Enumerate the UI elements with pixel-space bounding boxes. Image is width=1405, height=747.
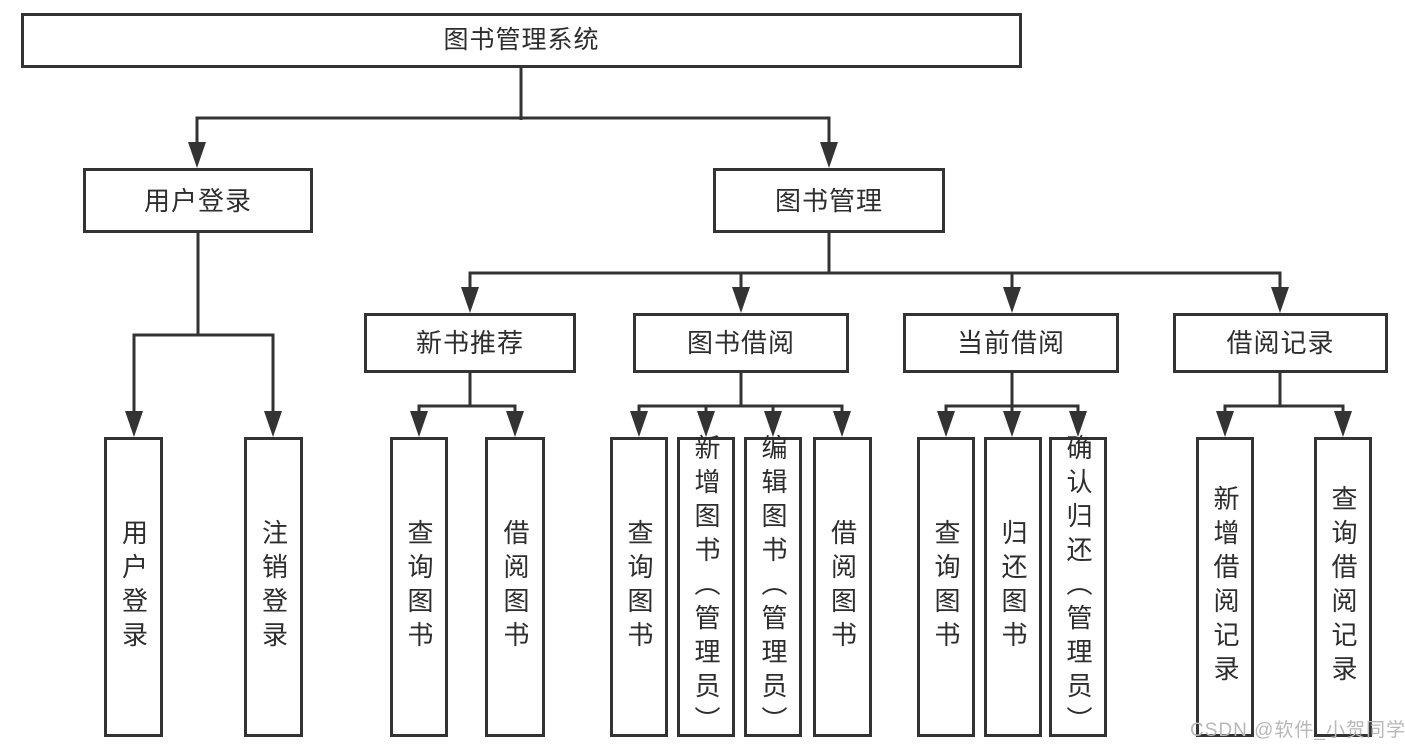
- leaf-label: 编辑图书（管理员）: [758, 434, 788, 740]
- node-label: 图书借阅: [686, 328, 795, 358]
- leaf-query-borrow-record: 查询借阅记录: [1314, 437, 1372, 737]
- leaf-label: 借阅图书: [827, 519, 858, 655]
- leaf-label: 确认归还（管理员）: [1063, 434, 1093, 740]
- leaf-user-login: 用户登录: [104, 437, 163, 737]
- leaf-borrow-book-2: 借阅图书: [813, 437, 872, 737]
- node-label: 图书管理系统: [443, 26, 600, 54]
- leaf-label: 注销登录: [258, 519, 289, 655]
- node-book-borrow: 图书借阅: [633, 313, 849, 373]
- arrowheads: [125, 142, 1352, 437]
- leaf-query-book-2: 查询图书: [610, 437, 668, 737]
- node-user-login: 用户登录: [83, 168, 313, 233]
- leaf-label: 归还图书: [998, 519, 1028, 655]
- leaf-logout: 注销登录: [244, 437, 303, 737]
- leaf-label: 借阅图书: [500, 519, 530, 655]
- node-label: 用户登录: [143, 185, 252, 216]
- leaf-label: 查询图书: [624, 519, 654, 655]
- node-borrow-records: 借阅记录: [1173, 313, 1388, 373]
- leaf-query-book-3: 查询图书: [917, 437, 975, 737]
- leaf-edit-book-admin: 编辑图书（管理员）: [744, 434, 802, 740]
- leaf-confirm-return-admin: 确认归还（管理员）: [1049, 434, 1107, 740]
- leaf-query-book-1: 查询图书: [390, 437, 448, 737]
- leaf-label: 查询图书: [404, 519, 434, 655]
- node-label: 图书管理: [774, 185, 883, 216]
- leaf-label: 查询借阅记录: [1328, 485, 1358, 689]
- leaf-borrow-book-1: 借阅图书: [485, 437, 545, 737]
- watermark: CSDN @软件_小贺同学: [1190, 720, 1405, 741]
- node-book-management: 图书管理: [713, 168, 945, 233]
- node-library-management-system: 图书管理系统: [21, 13, 1022, 68]
- node-label: 当前借阅: [956, 328, 1065, 358]
- leaf-label: 查询图书: [931, 519, 961, 655]
- leaf-label: 用户登录: [118, 519, 149, 655]
- leaf-label: 新增图书（管理员）: [691, 434, 721, 740]
- node-label: 新书推荐: [415, 328, 524, 358]
- node-label: 借阅记录: [1226, 328, 1335, 358]
- leaf-return-book: 归还图书: [984, 437, 1042, 737]
- leaf-label: 新增借阅记录: [1210, 485, 1240, 689]
- node-new-book-recommend: 新书推荐: [364, 313, 576, 373]
- leaf-add-borrow-record: 新增借阅记录: [1196, 437, 1254, 737]
- node-current-borrow: 当前借阅: [903, 313, 1119, 373]
- leaf-add-book-admin: 新增图书（管理员）: [677, 434, 735, 740]
